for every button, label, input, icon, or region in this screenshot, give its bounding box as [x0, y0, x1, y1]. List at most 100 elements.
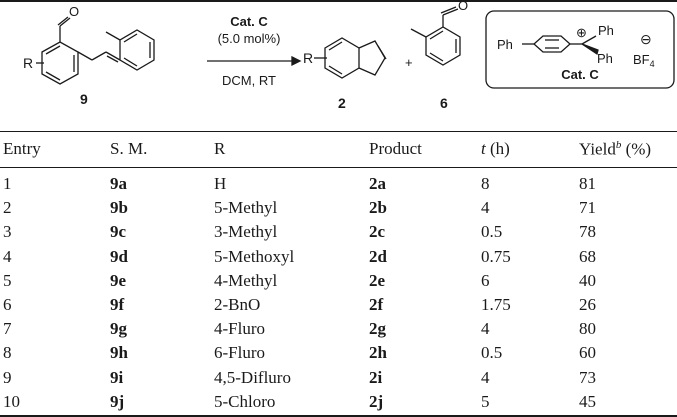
- table-row: 10 9j 5-Chloro 2j 5 45: [0, 390, 677, 414]
- cell-product: 2e: [369, 270, 386, 290]
- cell-product: 2c: [369, 222, 386, 242]
- cell-time: 1.75: [481, 294, 511, 314]
- header-r: R: [214, 139, 226, 158]
- sm-benzene-ring-a: [41, 41, 79, 85]
- table-row: 6 9f 2-BnO 2f 1.75 26: [0, 293, 677, 317]
- catalyst-loading: (5.0 mol%): [218, 31, 281, 46]
- reaction-conditions: DCM, RT: [222, 73, 276, 88]
- cell-entry: 7: [3, 319, 12, 339]
- header-entry: Entry: [3, 139, 41, 158]
- header-yield: Yieldb (%): [579, 139, 652, 159]
- cell-sm: 9f: [110, 294, 125, 314]
- table-row: 9 9i 4,5-Difluro 2i 4 73: [0, 366, 677, 390]
- cell-time: 6: [481, 270, 490, 290]
- cell-sm: 9i: [110, 367, 124, 387]
- cell-time: 0.75: [481, 246, 511, 266]
- product-r-group: R: [303, 50, 313, 66]
- cell-r: 5-Methyl: [214, 198, 278, 218]
- table-row: 2 9b 5-Methyl 2b 4 71: [0, 196, 677, 220]
- cell-product: 2g: [369, 319, 386, 339]
- cell-sm: 9g: [110, 319, 127, 339]
- cell-product: 2d: [369, 246, 387, 266]
- cell-sm: 9d: [110, 246, 128, 266]
- catalyst-counterion-subscript: 4: [650, 59, 655, 69]
- table-row: 1 9a H 2a 8 81: [0, 172, 677, 196]
- cell-sm: 9a: [110, 174, 127, 193]
- reaction-scheme-drawing: R O 9 Cat. C (5.0 mol%) DCM, RT R 2 + O …: [23, 0, 675, 111]
- table-row: 3 9c 3-Methyl 2c 0.5 78: [0, 220, 677, 244]
- table-header-bottom-rule: [0, 167, 677, 168]
- catalyst-name: Cat. C: [230, 14, 268, 29]
- cell-sm: 9h: [110, 343, 128, 363]
- cell-sm: 9b: [110, 198, 128, 218]
- plus-sign: +: [405, 55, 413, 70]
- cell-entry: 9: [3, 367, 12, 387]
- header-time: t (h): [481, 139, 510, 158]
- cell-r: 4,5-Difluro: [214, 367, 291, 387]
- product-five-membered-ring: [358, 40, 386, 76]
- cell-product: 2b: [369, 198, 387, 218]
- table-header-row: Entry S. M. R Product t (h) Yieldb (%): [0, 139, 677, 163]
- sm-aldehyde-oxygen: O: [69, 4, 79, 19]
- cell-entry: 6: [3, 294, 12, 314]
- byproduct-benzene-ring: [425, 26, 461, 66]
- cell-entry: 5: [3, 270, 12, 290]
- byproduct-aldehyde-oxygen: O: [458, 0, 468, 13]
- cell-yield: 73: [579, 367, 596, 387]
- cell-time: 0.5: [481, 222, 503, 242]
- cell-product: 2h: [369, 343, 387, 363]
- product-benzene-ring: [324, 37, 360, 79]
- cell-time: 4: [481, 319, 490, 339]
- cell-r: 5-Methoxyl: [214, 246, 295, 266]
- cell-entry: 2: [3, 198, 12, 218]
- cell-yield: 80: [579, 319, 596, 339]
- catalyst-ph-left: Ph: [497, 37, 513, 52]
- cell-r: 2-BnO: [214, 294, 261, 314]
- cell-product: 2a: [369, 174, 386, 193]
- cell-sm: 9e: [110, 270, 127, 290]
- catalyst-box-label: Cat. C: [561, 67, 599, 82]
- catalyst-counterion: BF4: [633, 52, 655, 69]
- catalyst-box: [485, 10, 675, 89]
- cell-r: 5-Chloro: [214, 391, 276, 411]
- cell-time: 8: [481, 174, 490, 193]
- cell-entry: 4: [3, 246, 12, 266]
- cell-r: H: [214, 174, 227, 193]
- cell-yield: 78: [579, 222, 596, 242]
- table-bottom-rule: [0, 415, 677, 417]
- cell-time: 0.5: [481, 343, 503, 363]
- sm-compound-label: 9: [80, 91, 88, 107]
- catalyst-benzene-ring: [533, 35, 571, 53]
- header-starting-material: S. M.: [110, 139, 148, 158]
- cell-r: 4-Methyl: [214, 270, 278, 290]
- cell-time: 5: [481, 391, 490, 411]
- cell-sm: 9j: [110, 391, 125, 411]
- byproduct-compound-label: 6: [440, 95, 448, 111]
- cell-entry: 3: [3, 222, 12, 242]
- table-top-rule: [0, 0, 677, 2]
- cell-product: 2j: [369, 391, 384, 411]
- cell-time: 4: [481, 367, 490, 387]
- header-product: Product: [369, 139, 422, 158]
- cell-r: 6-Fluro: [214, 343, 265, 363]
- cell-yield: 68: [579, 246, 596, 266]
- product-compound-label: 2: [338, 95, 346, 111]
- catalyst-ph-top: Ph: [598, 23, 614, 38]
- table-row: 4 9d 5-Methoxyl 2d 0.75 68: [0, 245, 677, 269]
- cell-yield: 81: [579, 174, 596, 193]
- table-row: 5 9e 4-Methyl 2e 6 40: [0, 269, 677, 293]
- cell-time: 4: [481, 198, 490, 218]
- cell-entry: 10: [3, 391, 20, 411]
- table-row: 7 9g 4-Fluro 2g 4 80: [0, 317, 677, 341]
- catalyst-ph-bottom: Ph: [597, 51, 613, 66]
- sm-r-group: R: [23, 55, 33, 71]
- catalyst-charge-minus: ⊖: [640, 31, 652, 47]
- table-header-top-rule: [0, 131, 677, 132]
- cell-yield: 60: [579, 343, 596, 363]
- table-body: 1 9a H 2a 8 81 2 9b 5-Methyl 2b 4 71 3 9…: [0, 172, 677, 414]
- table-row: 8 9h 6-Fluro 2h 0.5 60: [0, 341, 677, 365]
- cell-yield: 26: [579, 294, 596, 314]
- cell-yield: 40: [579, 270, 596, 290]
- cell-yield: 71: [579, 198, 596, 218]
- reaction-scheme: R O 9 Cat. C (5.0 mol%) DCM, RT R 2 + O …: [0, 0, 677, 130]
